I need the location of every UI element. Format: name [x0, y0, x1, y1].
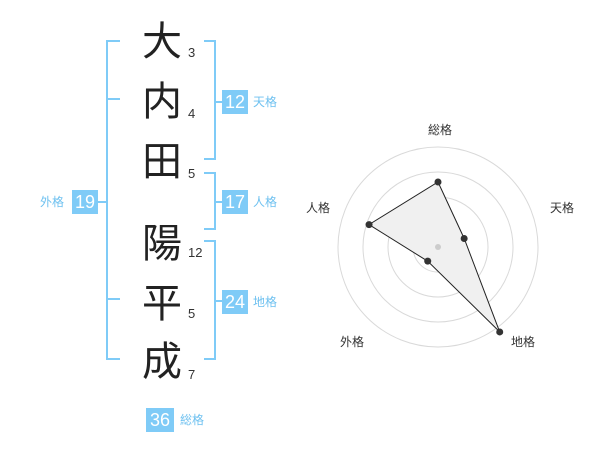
radar-axis-label-chikaku: 地格: [511, 334, 535, 349]
chikaku-bracket-top: [204, 240, 216, 242]
name-char-4: 陽: [142, 221, 182, 267]
tenkaku-bracket-bottom: [204, 158, 216, 160]
soukaku-value-box: 36: [146, 408, 174, 432]
radar-ring: [337, 146, 539, 348]
soukaku-label: 総格: [180, 413, 205, 427]
gaikaku-label: 外格: [40, 195, 65, 209]
stroke-count-6: 7: [188, 367, 196, 382]
name-char-3: 田: [142, 139, 182, 185]
stroke-count-2: 4: [188, 106, 196, 121]
name-char-6: 成: [142, 339, 182, 385]
radar-ring: [362, 171, 514, 323]
radar-center-dot: [435, 244, 441, 250]
gaikaku-bracket-tick: [106, 98, 120, 100]
chikaku-bracket-bottom: [204, 358, 216, 360]
stroke-count-5: 5: [188, 306, 196, 321]
chikaku-bracket-connector: [214, 300, 222, 302]
tenkaku-value-box: 12: [222, 90, 248, 114]
radar-ring: [387, 196, 489, 298]
radar-ring: [412, 221, 464, 273]
gaikaku-bracket: [106, 40, 108, 360]
stroke-count-3: 5: [188, 166, 196, 181]
name-char-1: 大: [142, 19, 182, 65]
gaikaku-bracket-connector: [96, 201, 106, 203]
radar-axis-label-gaikaku: 外格: [340, 334, 364, 349]
radar-axis-label-soukaku: 総格: [428, 122, 452, 137]
tenkaku-bracket-connector: [214, 101, 222, 103]
jinkaku-bracket-bottom: [204, 228, 216, 230]
gaikaku-value-box: 19: [72, 190, 98, 214]
name-char-5: 平: [142, 281, 182, 327]
gaikaku-bracket-bottom: [106, 358, 120, 360]
chikaku-value-box: 24: [222, 290, 248, 314]
stroke-count-4: 12: [188, 245, 203, 260]
radar-point-4: [365, 221, 373, 229]
radar-axis-label-jinkaku: 人格: [306, 200, 330, 215]
jinkaku-label: 人格: [253, 195, 278, 209]
jinkaku-value-box: 17: [222, 190, 248, 214]
chikaku-label: 地格: [253, 295, 278, 309]
tenkaku-label: 天格: [253, 95, 278, 109]
radar-point-2: [496, 328, 504, 336]
gaikaku-bracket-top: [106, 40, 120, 42]
tenkaku-bracket: [214, 40, 216, 160]
radar-point-3: [424, 257, 432, 265]
name-char-2: 内: [142, 79, 182, 125]
radar-polygon: [368, 181, 501, 333]
gaikaku-bracket-tick: [106, 298, 120, 300]
radar-point-0: [434, 178, 442, 186]
radar-axis-label-tenkaku: 天格: [550, 200, 574, 215]
jinkaku-bracket-connector: [214, 201, 222, 203]
tenkaku-bracket-top: [204, 40, 216, 42]
radar-point-1: [460, 235, 468, 243]
stroke-count-1: 3: [188, 45, 196, 60]
jinkaku-bracket-top: [204, 172, 216, 174]
